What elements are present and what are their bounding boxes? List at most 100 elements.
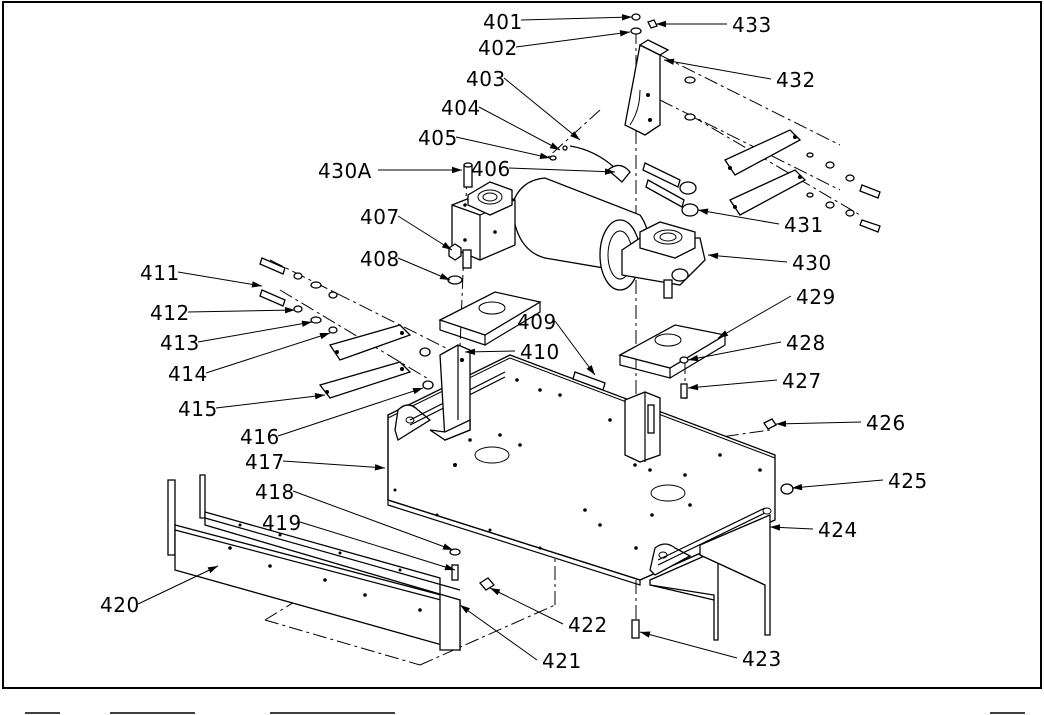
callout-arrow-425 [792, 483, 803, 491]
callout-label-419: 419 [262, 511, 302, 535]
callout-label-423: 423 [742, 647, 782, 671]
callout-leader-412 [187, 309, 296, 313]
callout-413: 413 [160, 320, 313, 355]
callout-label-405: 405 [418, 126, 458, 150]
callout-leader-432 [663, 59, 772, 80]
callout-leader-401 [520, 16, 633, 21]
callout-arrow-417 [374, 464, 385, 471]
callout-arrow-415 [314, 393, 325, 400]
callout-leader-431 [697, 209, 780, 225]
callout-arrow-427 [688, 383, 699, 391]
callout-408: 408 [360, 247, 451, 281]
callout-label-401: 401 [483, 10, 523, 34]
callout-label-429: 429 [796, 285, 836, 309]
callout-leader-404 [478, 106, 561, 151]
callout-406: 406 [471, 157, 616, 181]
callout-428: 428 [687, 331, 825, 362]
callout-label-431: 431 [784, 213, 824, 237]
callout-arrow-401 [621, 14, 632, 21]
callout-label-430A: 430A [318, 159, 372, 183]
callout-label-425: 425 [888, 469, 928, 493]
callout-leader-402 [515, 31, 631, 48]
callout-leader-428 [687, 341, 782, 361]
callout-410: 410 [464, 340, 560, 364]
callout-label-404: 404 [441, 96, 481, 120]
callout-leader-403 [503, 77, 581, 141]
callout-label-411: 411 [140, 261, 180, 285]
callout-arrow-409 [586, 365, 595, 375]
callout-arrow-418 [442, 543, 453, 550]
callout-arrow-426 [776, 420, 787, 427]
callout-407: 407 [360, 205, 453, 251]
callout-leader-419 [299, 521, 456, 571]
callout-430: 430 [707, 251, 831, 275]
callout-arrow-431 [698, 208, 709, 215]
callout-arrow-422 [490, 588, 501, 596]
callout-label-408: 408 [360, 247, 400, 271]
callout-arrow-420 [207, 566, 218, 574]
callout-leader-407 [397, 215, 453, 251]
callout-label-426: 426 [866, 411, 906, 435]
callout-427: 427 [687, 369, 822, 393]
callout-415: 415 [178, 393, 326, 421]
callout-leader-425 [791, 479, 884, 489]
callout-arrow-403 [570, 131, 580, 140]
callout-leader-405 [455, 136, 551, 159]
callout-412: 412 [150, 301, 296, 325]
callout-405: 405 [418, 126, 551, 159]
callout-label-420: 420 [100, 593, 140, 617]
callout-404: 404 [441, 96, 561, 151]
callout-label-421: 421 [542, 649, 582, 673]
callout-arrow-402 [619, 30, 630, 37]
callout-label-403: 403 [466, 67, 506, 91]
callout-arrow-430A [452, 166, 462, 174]
callout-417: 417 [245, 450, 386, 474]
callout-arrow-408 [439, 273, 450, 280]
small-hardware-403-406 [549, 145, 631, 183]
callout-423: 423 [639, 631, 782, 671]
callout-leader-414 [205, 332, 331, 374]
callout-arrow-413 [301, 320, 312, 327]
callout-label-418: 418 [255, 480, 295, 504]
motor-mount-plates [438, 291, 727, 379]
callout-431: 431 [697, 208, 824, 237]
callout-label-415: 415 [178, 397, 218, 421]
left-links-bracket [259, 243, 471, 441]
callout-401: 401 [483, 10, 633, 34]
callout-leader-423 [639, 631, 738, 659]
callout-leader-429 [717, 295, 792, 339]
callout-label-410: 410 [520, 340, 560, 364]
right-links [642, 129, 881, 233]
callout-leader-418 [292, 490, 454, 551]
callout-leader-421 [459, 604, 538, 661]
callout-414: 414 [168, 332, 331, 386]
callout-429: 429 [717, 285, 836, 339]
callout-label-416: 416 [240, 425, 280, 449]
callout-arrow-423 [640, 631, 651, 638]
callout-leader-427 [687, 379, 778, 389]
rear-skirt-panel [649, 514, 771, 641]
callout-arrow-416 [412, 388, 423, 395]
callout-422: 422 [489, 587, 607, 637]
callout-411: 411 [140, 261, 263, 288]
callout-arrow-433 [656, 20, 666, 28]
callout-arrow-419 [444, 563, 455, 571]
callout-arrow-406 [604, 168, 615, 175]
callout-label-424: 424 [818, 518, 858, 542]
callout-arrow-429 [718, 330, 729, 338]
callout-arrow-404 [549, 142, 560, 150]
callout-leader-430 [707, 254, 788, 263]
drawing-frame [2, 1, 1042, 689]
callout-label-409: 409 [517, 310, 557, 334]
callout-arrow-410 [465, 348, 476, 355]
callout-409: 409 [517, 310, 596, 376]
callout-label-417: 417 [245, 450, 285, 474]
callout-arrow-414 [319, 333, 330, 340]
callout-label-427: 427 [782, 369, 822, 393]
callout-426: 426 [775, 411, 906, 435]
callout-430A: 430A [318, 159, 462, 183]
callout-label-406: 406 [471, 157, 511, 181]
callout-arrow-407 [441, 241, 452, 250]
callout-leader-422 [489, 587, 564, 625]
